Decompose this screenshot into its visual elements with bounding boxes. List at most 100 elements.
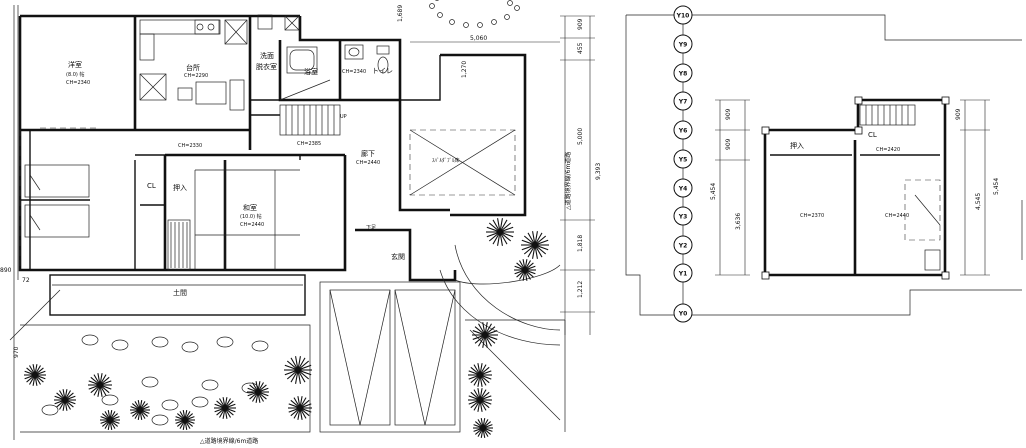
tree-icon bbox=[24, 364, 46, 386]
axis-bubble: Y2 bbox=[673, 235, 693, 255]
tree-icon bbox=[175, 410, 195, 430]
axis-label: Y0 bbox=[678, 311, 688, 318]
dim-top-1: 5,060 bbox=[470, 35, 487, 42]
dim-right-2: 5,000 bbox=[577, 128, 584, 145]
garage-label: ｽﾊﾞﾙﾀﾞﾌﾞﾙ床 bbox=[432, 157, 460, 164]
axis-label: Y8 bbox=[678, 71, 688, 78]
stairs-f2 bbox=[859, 104, 916, 126]
axis-label: Y3 bbox=[678, 214, 688, 221]
room-senmen: 洗面 bbox=[260, 51, 274, 60]
room-youshitsu-size: (8.0) 帖 bbox=[66, 71, 84, 78]
axis-bubble: Y4 bbox=[673, 178, 693, 198]
ch-2330: CH=2330 bbox=[178, 143, 202, 149]
tree-icon bbox=[473, 418, 493, 438]
tree-icon bbox=[100, 410, 120, 430]
room-toire: トイレ bbox=[372, 67, 393, 75]
axis-bubble: Y3 bbox=[673, 206, 693, 226]
f2-dim-left-3: 3,636 bbox=[735, 213, 742, 230]
room-youshitsu-ch: CH=2340 bbox=[66, 80, 90, 86]
room-washitsu-ch: CH=2440 bbox=[240, 222, 264, 228]
tree-icon bbox=[468, 388, 492, 412]
tree-icon bbox=[284, 356, 312, 384]
axis-bubble: Y10 bbox=[673, 5, 693, 25]
tree-icon bbox=[288, 396, 312, 420]
tree-icon bbox=[88, 373, 112, 397]
floor2-plan bbox=[625, 8, 1023, 320]
floor1-plan bbox=[9, 0, 566, 440]
stepping-stones bbox=[41, 334, 269, 426]
dim-top-0: 1,689 bbox=[397, 5, 404, 22]
axis-label: Y2 bbox=[678, 243, 688, 250]
f2-dim-left-0: 909 bbox=[725, 108, 732, 120]
room-youshitsu: 洋室 bbox=[68, 60, 82, 69]
floor2-labels: 押入 CH=2370 CH=2440 CL CH=2420 909 909 5,… bbox=[710, 108, 1000, 230]
trees bbox=[24, 218, 549, 438]
dim-left-2: 72 bbox=[22, 277, 30, 284]
dim-left-1: 890 bbox=[0, 267, 12, 274]
room-roka-ch: CH=2440 bbox=[356, 160, 380, 166]
axis-bubble: Y8 bbox=[673, 63, 693, 83]
axis-bubble: Y9 bbox=[673, 34, 693, 54]
axis-bubble: Y7 bbox=[673, 91, 693, 111]
room-furo: 浴室 bbox=[304, 67, 318, 76]
f2-small-ch: CH=2420 bbox=[876, 147, 900, 153]
room-cl: CL bbox=[147, 182, 156, 190]
axis-bubble: Y1 bbox=[673, 263, 693, 283]
tree-icon bbox=[468, 363, 492, 387]
f2-oshiire: 押入 bbox=[790, 141, 804, 150]
f2-cl: CL bbox=[868, 131, 877, 139]
axis-bubble: Y6 bbox=[673, 120, 693, 140]
room-doma: 土間 bbox=[173, 288, 187, 297]
dim-left-0: 970 bbox=[13, 346, 20, 358]
room-roka: 廊下 bbox=[361, 149, 375, 158]
dim-right-4: 1,818 bbox=[577, 235, 584, 252]
room-kutsu: 下足 bbox=[366, 225, 376, 231]
axis-label: Y4 bbox=[678, 186, 688, 193]
f2-dim-right-2: 4,545 bbox=[975, 193, 982, 210]
f2-right-ch: CH=2440 bbox=[885, 213, 909, 219]
tree-icon bbox=[514, 259, 536, 281]
dim-right-0: 909 bbox=[577, 18, 584, 30]
f2-dim-right-1: 5,454 bbox=[993, 178, 1000, 195]
tree-icon bbox=[486, 218, 514, 246]
stairs bbox=[279, 79, 341, 136]
room-daidokoro: 台所 bbox=[186, 63, 200, 72]
tree-icon bbox=[472, 322, 498, 348]
road-boundary-right: △道路境界線/6m道路 bbox=[564, 152, 572, 210]
dim-right-1: 455 bbox=[577, 42, 584, 54]
parking-bays bbox=[319, 281, 461, 433]
road-boundary-bottom: △道路境界線/6m道路 bbox=[200, 437, 258, 445]
tree-icon bbox=[54, 389, 76, 411]
dim-top-2: 1,270 bbox=[461, 61, 468, 78]
f2-left-ch: CH=2370 bbox=[800, 213, 824, 219]
tree-icon bbox=[214, 397, 236, 419]
f2-dim-left-1: 909 bbox=[725, 138, 732, 150]
tree-icon bbox=[130, 400, 150, 420]
room-oshiire: 押入 bbox=[173, 183, 187, 192]
f2-dim-left-2: 5,454 bbox=[710, 183, 717, 200]
ch-2385: CH=2385 bbox=[297, 141, 321, 147]
room-daidokoro-ch: CH=2290 bbox=[184, 73, 208, 79]
planter-dots bbox=[429, 0, 520, 28]
axis-bubble: Y5 bbox=[673, 149, 693, 169]
hatched-panel bbox=[167, 219, 191, 271]
room-washitsu-size: (10.0) 帖 bbox=[240, 213, 262, 220]
room-datsuijo: 脱衣室 bbox=[256, 62, 277, 71]
room-genkan: 玄関 bbox=[391, 252, 405, 261]
tree-icon bbox=[521, 231, 549, 259]
axis-label: Y7 bbox=[678, 99, 688, 106]
room-senmen-ch: CH=2340 bbox=[342, 69, 366, 75]
axis-label: Y10 bbox=[676, 13, 690, 20]
f2-dim-right-0: 909 bbox=[955, 108, 962, 120]
axis-label: Y9 bbox=[678, 42, 688, 49]
dim-right-5: 1,212 bbox=[577, 281, 584, 298]
up-label: UP bbox=[340, 114, 347, 120]
axis-label: Y1 bbox=[678, 271, 688, 278]
tree-icon bbox=[247, 381, 269, 403]
floor1-labels: 洋室 (8.0) 帖 CH=2340 台所 CH=2290 洗面 脱衣室 浴室 … bbox=[66, 51, 460, 297]
axis-label: Y6 bbox=[678, 128, 688, 135]
dim-right-3: 9,393 bbox=[595, 163, 602, 180]
axis-label: Y5 bbox=[678, 157, 688, 164]
